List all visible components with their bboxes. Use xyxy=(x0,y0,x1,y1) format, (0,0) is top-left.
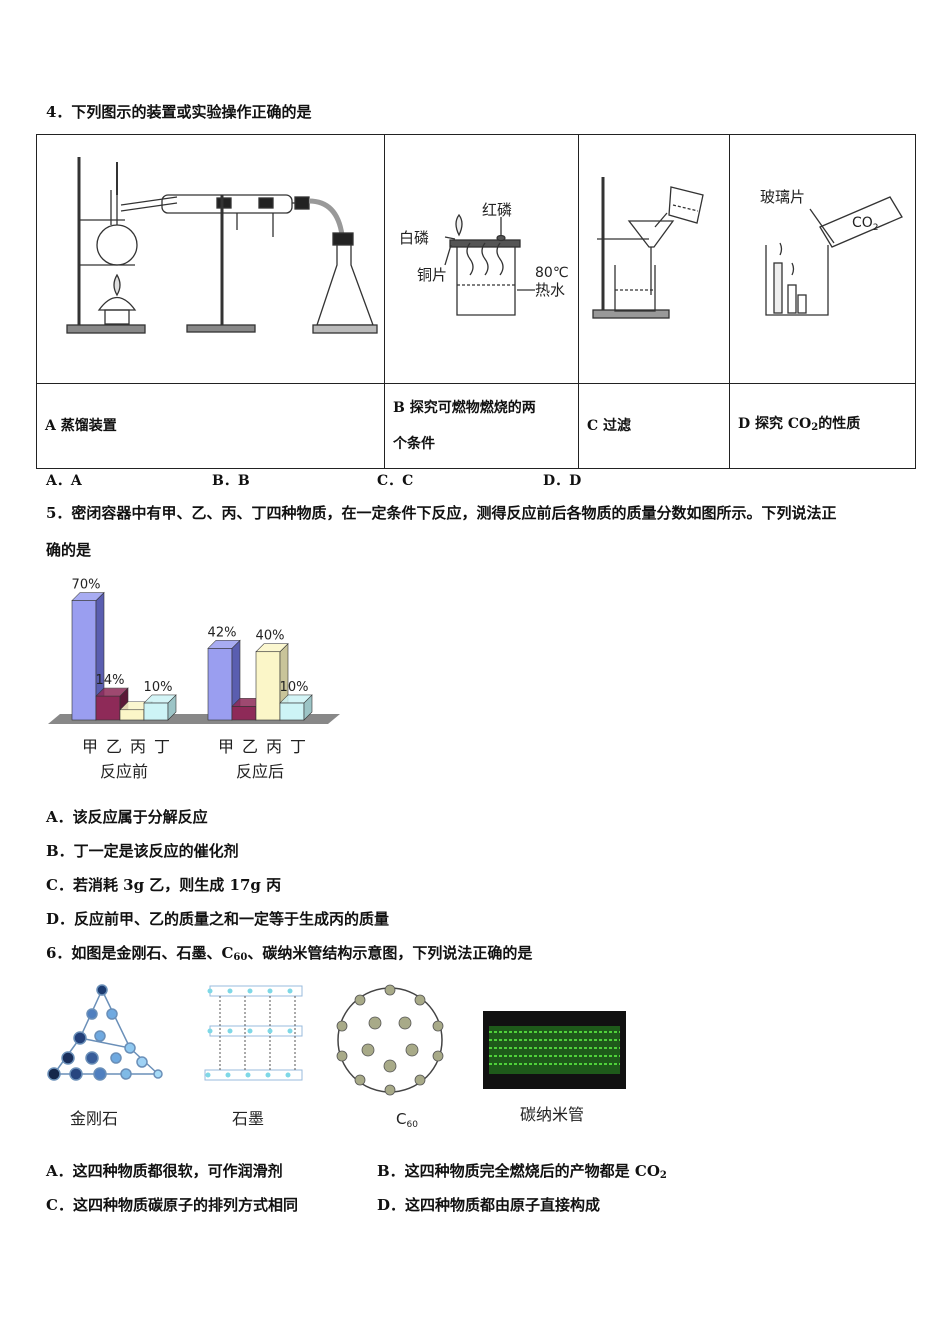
q4-option-b[interactable]: B．B xyxy=(212,473,250,489)
label-glass-sheet: 玻璃片 xyxy=(760,188,805,206)
graphite-structure-icon xyxy=(204,985,303,1081)
label-white-phosphorus: 白磷 xyxy=(399,229,429,247)
label-red-phosphorus: 红磷 xyxy=(482,201,512,219)
caption-a: A 蒸馏装置 xyxy=(36,383,385,469)
q4-option-c[interactable]: C．C xyxy=(377,473,414,489)
category-label-丁: 丁 xyxy=(154,737,170,756)
bar-反应前-丁 xyxy=(143,694,177,721)
caption-b-line2: 个条件 xyxy=(393,436,435,452)
q6-stem: 6．如图是金刚石、石墨、C60、碳纳米管结构示意图，下列说法正确的是 xyxy=(46,943,532,968)
category-label-丙: 丙 xyxy=(130,737,146,756)
q6-option-b-sub: 2 xyxy=(659,1170,667,1181)
q6-option-b-text: B．这四种物质完全燃烧后的产物都是 CO xyxy=(377,1162,660,1180)
figure-c-filtration xyxy=(578,134,730,384)
nanotube-structure-icon xyxy=(483,1011,626,1089)
value-label-反应后-丙: 40% xyxy=(256,629,285,644)
label-nanotube: 碳纳米管 xyxy=(520,1105,584,1124)
q6-stem-post: 、碳纳米管结构示意图，下列说法正确的是 xyxy=(247,944,533,962)
caption-b: B 探究可燃物燃烧的两个条件 xyxy=(384,383,579,469)
q5-option-d[interactable]: D．反应前甲、乙的质量之和一定等于生成丙的质量 xyxy=(46,910,390,928)
q5-option-b[interactable]: B．丁一定是该反应的催化剂 xyxy=(46,842,239,860)
q4-stem: 4．下列图示的装置或实验操作正确的是 xyxy=(46,103,312,121)
group-label-反应前: 反应前 xyxy=(100,762,148,781)
q6-option-a[interactable]: A．这四种物质都很软，可作润滑剂 xyxy=(46,1162,283,1180)
label-c60-main: C xyxy=(396,1110,406,1128)
filtration-apparatus-icon xyxy=(592,177,704,319)
co2-experiment-icon: 玻璃片 CO2 xyxy=(760,188,903,316)
q5-option-c[interactable]: C．若消耗 3g 乙，则生成 17g 丙 xyxy=(46,876,282,894)
bar-反应后-丁 xyxy=(279,694,313,721)
label-co2: CO2 xyxy=(852,215,879,233)
category-label-丁: 丁 xyxy=(290,737,306,756)
value-label-反应后-丁: 10% xyxy=(280,680,309,695)
mass-fraction-chart: 70%14%10%42%40%10% 甲乙丙丁反应前甲乙丙丁反应后 xyxy=(48,578,340,781)
label-c60-sub: 60 xyxy=(406,1120,418,1130)
value-label-反应前-丁: 10% xyxy=(144,680,173,695)
value-label-反应前-甲: 70% xyxy=(72,578,101,593)
value-label-反应后-甲: 42% xyxy=(208,625,237,640)
category-label-乙: 乙 xyxy=(242,737,258,756)
figure-a-distillation xyxy=(36,134,385,384)
bar-反应前-乙 xyxy=(95,687,129,721)
q6-option-c[interactable]: C．这四种物质碳原子的排列方式相同 xyxy=(46,1196,298,1214)
caption-d-sub: 2 xyxy=(811,422,819,433)
caption-d-pre: D 探究 CO xyxy=(738,416,812,432)
bar-反应后-丙 xyxy=(255,643,289,721)
q5-stem-line2: 确的是 xyxy=(46,541,92,559)
label-hot-water: 热水 xyxy=(535,281,565,299)
diamond-structure-icon xyxy=(47,984,163,1081)
combustion-beaker-icon: 红磷 白磷 铜片 80℃ 热水 xyxy=(399,201,569,316)
label-diamond: 金刚石 xyxy=(70,1109,118,1128)
label-copper-sheet: 铜片 xyxy=(417,266,447,284)
chart-category-labels: 甲乙丙丁反应前甲乙丙丁反应后 xyxy=(82,737,306,781)
figure-b-combustion: 红磷 白磷 铜片 80℃ 热水 xyxy=(384,134,579,384)
group-label-反应后: 反应后 xyxy=(236,762,284,781)
label-c60: C60 xyxy=(396,1110,418,1130)
caption-c: C 过滤 xyxy=(578,383,730,469)
value-label-反应前-乙: 14% xyxy=(96,673,125,688)
caption-b-line1: B 探究可燃物燃烧的两 xyxy=(393,400,536,416)
category-label-丙: 丙 xyxy=(266,737,282,756)
q4-option-d[interactable]: D．D xyxy=(543,473,582,489)
q6-stem-sub: 60 xyxy=(233,952,248,963)
q6-option-d[interactable]: D．这四种物质都由原子直接构成 xyxy=(377,1196,601,1214)
category-label-甲: 甲 xyxy=(82,737,98,756)
label-temperature: 80℃ xyxy=(535,265,569,281)
category-label-乙: 乙 xyxy=(106,737,122,756)
chart-value-labels: 70% 14% 10% 42% 40% 10% xyxy=(72,578,309,695)
q5-option-a[interactable]: A．该反应属于分解反应 xyxy=(46,808,208,826)
q4-option-a[interactable]: A．A xyxy=(46,473,82,489)
caption-d: D 探究 CO2的性质 xyxy=(729,383,916,469)
q6-option-b[interactable]: B．这四种物质完全燃烧后的产物都是 CO2 xyxy=(377,1161,667,1186)
category-label-甲: 甲 xyxy=(218,737,234,756)
bar-反应前-甲 xyxy=(71,591,105,721)
label-co2-sub: 2 xyxy=(873,223,879,233)
caption-d-post: 的性质 xyxy=(818,416,861,432)
label-co2-main: CO xyxy=(852,215,873,231)
q4-apparatus-table: 红磷 白磷 铜片 80℃ 热水 xyxy=(36,134,916,469)
c60-structure-icon xyxy=(336,984,444,1096)
figure-d-co2: 玻璃片 CO2 xyxy=(729,134,916,384)
distillation-apparatus-icon xyxy=(66,157,378,334)
carbon-structures-figure: 金刚石 石墨 C60 碳纳米管 xyxy=(47,984,626,1130)
label-graphite: 石墨 xyxy=(232,1109,264,1128)
q6-stem-pre: 6．如图是金刚石、石墨、C xyxy=(46,944,234,962)
chart-bars xyxy=(71,591,313,721)
q5-stem-line1: 5．密闭容器中有甲、乙、丙、丁四种物质，在一定条件下反应，测得反应前后各物质的质… xyxy=(46,504,837,522)
